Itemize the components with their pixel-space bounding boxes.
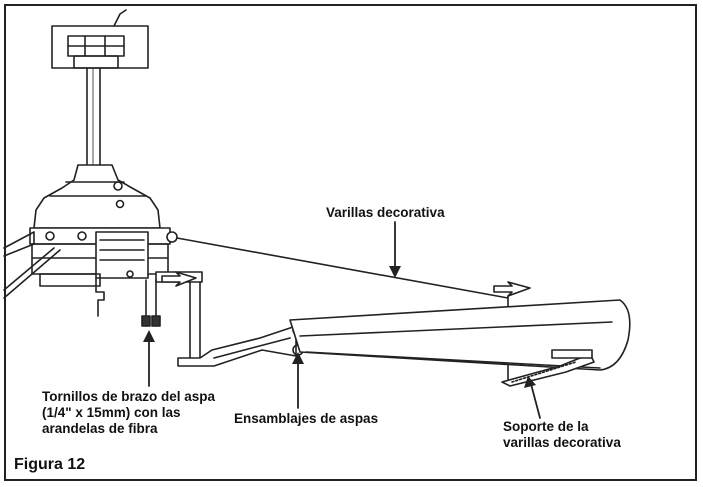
fan-blade	[289, 299, 631, 371]
pointer-arrows	[148, 221, 541, 419]
label-soporte-line-2: varillas decorativa	[503, 435, 621, 450]
label-tornillos: Tornillos de brazo del aspa (1/4" x 15mm…	[42, 389, 215, 437]
label-tornillos-line-2: (1/4" x 15mm) con las	[42, 405, 181, 420]
label-soporte: Soporte de la varillas decorativa	[503, 419, 621, 451]
blade-arm-screws	[141, 279, 161, 327]
mounting-bracket	[51, 9, 149, 69]
figure-caption: Figura 12	[14, 456, 86, 473]
label-tornillos-line-3: arandelas de fibra	[42, 421, 158, 436]
downrod	[86, 67, 101, 166]
motor-housing	[29, 164, 171, 317]
label-tornillos-line-1: Tornillos de brazo del aspa	[42, 389, 216, 404]
rod-support	[501, 349, 595, 387]
left-blade-arm	[3, 231, 61, 299]
direction-arrows	[161, 271, 531, 297]
label-soporte-line-1: Soporte de la	[503, 419, 589, 434]
label-varillas-decorativa: Varillas decorativa	[326, 205, 445, 220]
blade-arm	[155, 271, 304, 367]
label-ensamblajes-de-aspas: Ensamblajes de aspas	[234, 411, 379, 426]
